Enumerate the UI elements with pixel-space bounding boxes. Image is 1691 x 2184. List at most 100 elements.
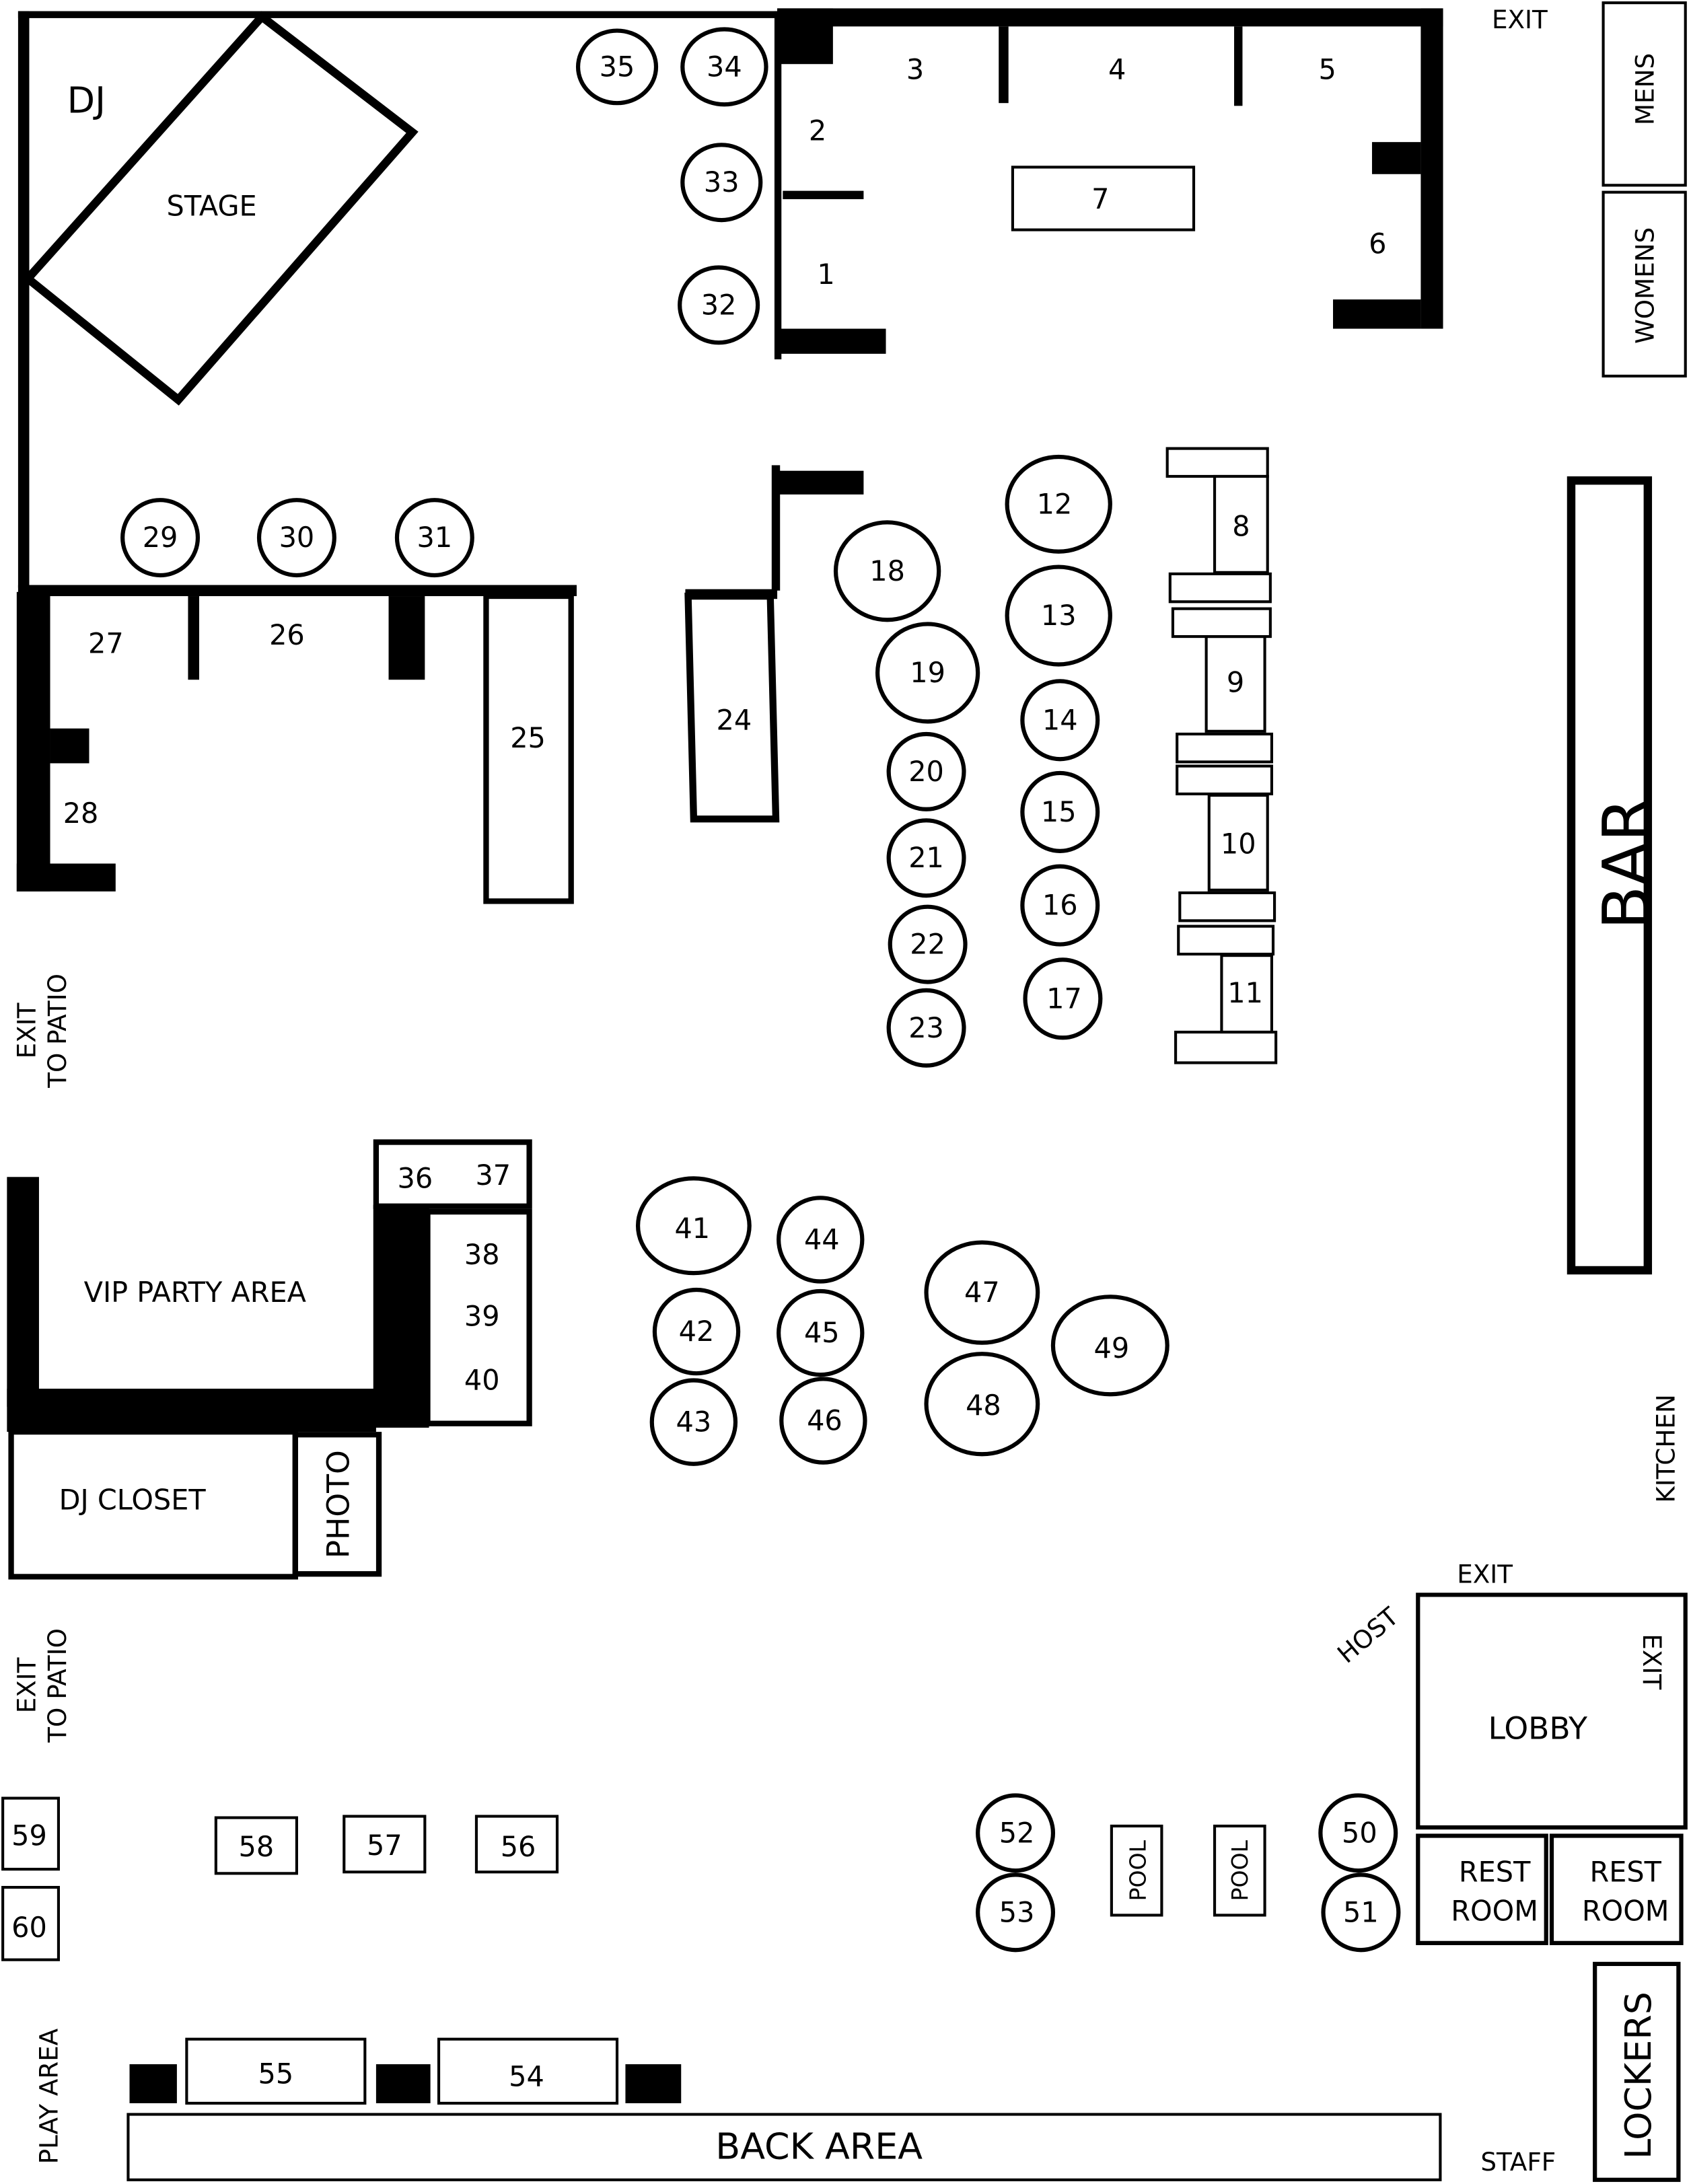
- table-label-12: 12: [1037, 488, 1073, 520]
- table-label-33: 33: [704, 166, 740, 198]
- table-label-5: 5: [1319, 54, 1336, 86]
- rest-room-2: [1549, 1833, 1684, 1945]
- rest-room-1-label-line: ROOM: [1451, 1895, 1538, 1927]
- table-label-3: 3: [906, 54, 924, 86]
- table-label-23: 23: [908, 1012, 944, 1044]
- wall-segment: [1234, 26, 1243, 106]
- wall-segment: [1333, 299, 1421, 329]
- table-32-shape: [678, 265, 760, 345]
- table-label-28: 28: [63, 797, 99, 830]
- table-18-shape: [833, 520, 941, 622]
- wall-segment: [50, 728, 89, 764]
- table-51-shape: [1321, 1872, 1401, 1953]
- table-label-8: 8: [1232, 511, 1250, 543]
- wall-segment: [774, 11, 782, 360]
- table-label-20: 20: [908, 756, 944, 788]
- table-42-shape: [652, 1287, 741, 1376]
- table-23-shape: [886, 988, 966, 1068]
- table-label-29: 29: [143, 521, 178, 554]
- wall-segment: [777, 470, 864, 495]
- table-label-60: 60: [11, 1912, 47, 1944]
- table-label-26: 26: [269, 619, 305, 651]
- table-13-shape: [1005, 565, 1112, 667]
- table-44-shape: [777, 1196, 865, 1284]
- wall-segment: [375, 2064, 431, 2103]
- photo-label: PHOTO: [321, 1450, 357, 1558]
- table-label-51: 51: [1343, 1896, 1379, 1928]
- table-label-55: 55: [258, 2058, 294, 2090]
- host-label: HOST: [1332, 1601, 1404, 1669]
- table-34-shape: [680, 27, 768, 107]
- table-52-shape: [976, 1793, 1056, 1873]
- play-area-label: PLAY AREA: [34, 2028, 63, 2164]
- table-49-shape: [1050, 1295, 1170, 1397]
- table-label-49: 49: [1094, 1332, 1130, 1364]
- table-label-32: 32: [701, 289, 737, 321]
- back-area-counter: [127, 2113, 1442, 2181]
- table-label-48: 48: [966, 1389, 1001, 1422]
- back-area-label: BACK AREA: [715, 2125, 923, 2168]
- table-label-2: 2: [809, 115, 826, 147]
- table-label-34: 34: [707, 50, 742, 83]
- wall-segment: [777, 8, 1443, 27]
- table-label-11: 11: [1227, 977, 1263, 1009]
- vip-area-label: VIP PARTY AREA: [84, 1276, 306, 1309]
- bar-counter: [1567, 476, 1653, 1275]
- table-58-shape: [214, 1816, 298, 1875]
- table-label-4: 4: [1108, 54, 1126, 86]
- womens-label: WOMENS: [1630, 227, 1660, 344]
- table-label-56: 56: [501, 1831, 536, 1863]
- table-10-shape: [1207, 793, 1269, 891]
- bar-stool: [1174, 1030, 1278, 1064]
- table-label-13: 13: [1041, 599, 1077, 632]
- table-label-25: 25: [510, 722, 546, 754]
- table-9-shape: [1204, 634, 1266, 733]
- table-31-shape: [394, 498, 474, 578]
- table-label-41: 41: [674, 1212, 710, 1245]
- wall-segment: [625, 2064, 682, 2103]
- table-label-54: 54: [509, 2061, 544, 2093]
- table-43-shape: [649, 1378, 738, 1466]
- table-19-shape: [875, 622, 980, 724]
- table-label-16: 16: [1042, 889, 1078, 922]
- table-59-shape: [1, 1796, 61, 1871]
- bar-stool: [1176, 732, 1273, 764]
- exit-to-patio-label-1-line: EXIT: [11, 1003, 41, 1058]
- pool-table-1: [1110, 1824, 1163, 1917]
- bar-stool: [1176, 764, 1273, 796]
- table-label-10: 10: [1221, 828, 1256, 861]
- pool-2-label: POOL: [1227, 1840, 1253, 1901]
- table-label-35: 35: [600, 50, 635, 83]
- table-54-shape: [437, 2037, 619, 2105]
- table-label-9: 9: [1227, 666, 1244, 698]
- table-label-17: 17: [1046, 982, 1082, 1015]
- exit-to-patio-label-2-line: EXIT: [11, 1657, 41, 1713]
- table-15-shape: [1020, 770, 1100, 853]
- table-55-shape: [185, 2037, 367, 2105]
- wall-segment: [17, 11, 781, 18]
- table-16-shape: [1020, 864, 1100, 947]
- mens-restroom: [1602, 1, 1687, 187]
- table-41-shape: [635, 1176, 752, 1276]
- dj-label: DJ: [67, 79, 106, 122]
- table-36-37-shape: [373, 1139, 532, 1209]
- exit-lobby-label: EXIT: [1457, 1559, 1513, 1589]
- mens-label: MENS: [1630, 53, 1660, 125]
- dj-closet-label: DJ CLOSET: [59, 1484, 207, 1517]
- table-label-6: 6: [1369, 227, 1386, 260]
- wall-segment: [771, 465, 781, 591]
- exit-top-label: EXIT: [1492, 5, 1548, 34]
- table-label-14: 14: [1042, 704, 1078, 736]
- bar-label: BAR: [1590, 797, 1664, 930]
- table-38-40-shape: [425, 1208, 532, 1426]
- table-label-24: 24: [717, 704, 752, 736]
- table-label-45: 45: [804, 1317, 840, 1349]
- table-label-57: 57: [367, 1829, 402, 1862]
- table-label-42: 42: [679, 1315, 715, 1348]
- table-label-31: 31: [417, 521, 453, 554]
- table-label-1: 1: [817, 258, 834, 291]
- table-label-37: 37: [475, 1159, 511, 1192]
